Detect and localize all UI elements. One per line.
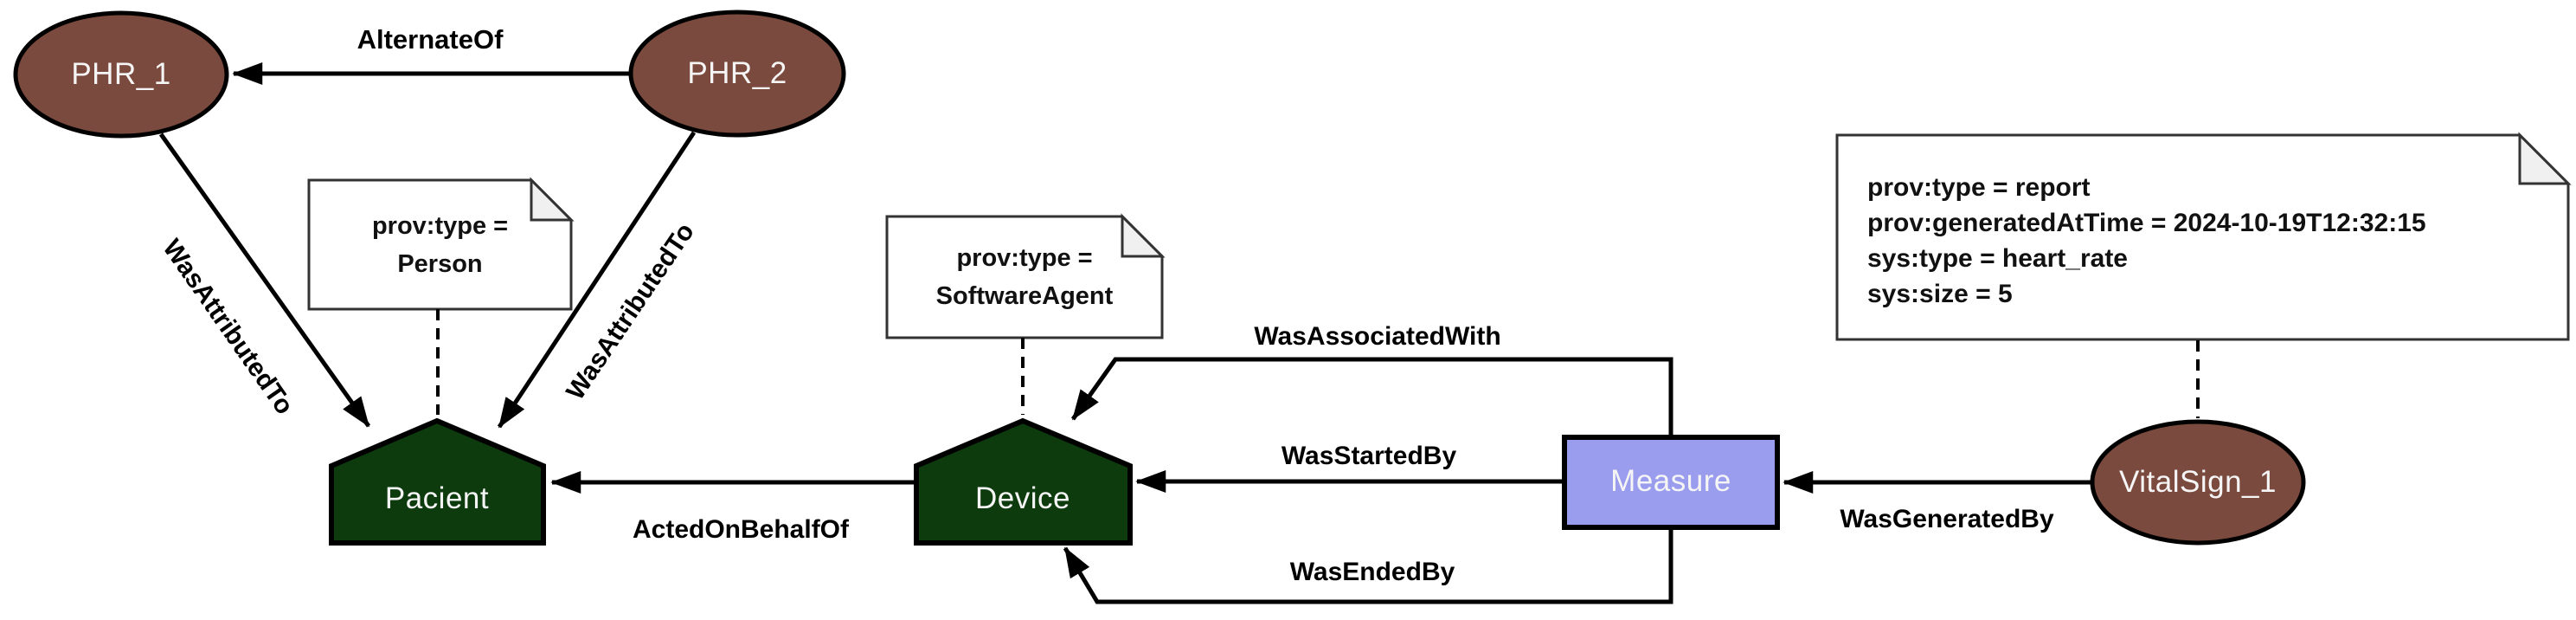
edge-label-alternateof: AlternateOf [357, 24, 504, 55]
note-softwareagent-fold-icon [1121, 213, 1166, 258]
note-softwareagent-line2: SoftwareAgent [935, 282, 1114, 310]
edge-label-actedonbehalfof: ActedOnBehalfOf [632, 515, 850, 544]
node-pacient-shape [329, 417, 546, 546]
node-vitalsign1-shape [2090, 419, 2306, 546]
note-vitalsign-line2: prov:generatedAtTime = 2024-10-19T12:32:… [1867, 209, 2426, 237]
note-vitalsign-line3: sys:type = heart_rate [1867, 244, 2128, 273]
edge-wasattributedto-right [497, 131, 697, 429]
edge-label-wasgeneratedby: WasGeneratedBy [1840, 505, 2054, 533]
node-vitalsign1-label: VitalSign_1 [2119, 465, 2277, 499]
note-vitalsign-fold-icon [2518, 132, 2572, 185]
edge-label-wasendedby: WasEndedBy [1289, 558, 1455, 586]
node-phr1-shape [13, 10, 229, 139]
note-vitalsign-line4: sys:size = 5 [1867, 280, 2013, 308]
note-person-text: prov:type = Person [309, 180, 571, 309]
node-device-shape [914, 417, 1133, 546]
node-phr2-label: PHR_2 [687, 56, 787, 90]
edge-wasattributedto-left [158, 132, 371, 428]
node-pacient-label: Pacient [384, 481, 490, 515]
edge-label-wasassociatedwith: WasAssociatedWith [1254, 322, 1501, 351]
node-phr1-label: PHR_1 [71, 57, 171, 91]
node-measure-label: Measure [1610, 464, 1731, 498]
note-softwareagent-shape [885, 215, 1164, 339]
edge-label-wasstartedby: WasStartedBy [1281, 442, 1457, 470]
note-vitalsign-shape [1835, 133, 2570, 341]
note-vitalsign-line1: prov:type = report [1867, 173, 2091, 202]
note-person-line1: prov:type = [371, 211, 509, 240]
note-softwareagent-text: prov:type = SoftwareAgent [887, 216, 1162, 338]
note-person-fold-icon [530, 177, 575, 222]
note-softwareagent-line1: prov:type = [956, 244, 1093, 272]
node-phr2-shape [628, 10, 846, 138]
node-device-label: Device [975, 481, 1070, 515]
note-vitalsign-text: prov:type = report prov:generatedAtTime … [1867, 170, 2426, 312]
note-person-line2: Person [397, 249, 483, 278]
node-measure-shape [1562, 435, 1780, 530]
edge-wasassociatedwith [1070, 357, 1673, 437]
note-person-shape [307, 178, 573, 311]
edge-wasendedby [1063, 527, 1673, 604]
